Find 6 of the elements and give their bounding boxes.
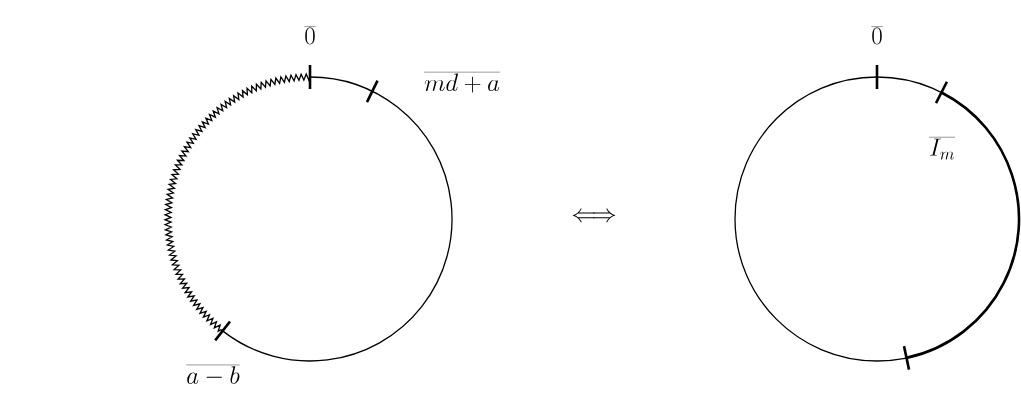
math-label: $\overline{0}$ [304, 26, 316, 45]
equivalence-symbol: $\Longleftrightarrow$ [572, 208, 616, 223]
circle-drawing [734, 65, 1021, 370]
math-label: $\overline{md+a}$ [424, 72, 500, 93]
math-label: $\overline{I_m}$ [928, 137, 955, 160]
math-label: $\overline{0}$ [871, 26, 883, 45]
